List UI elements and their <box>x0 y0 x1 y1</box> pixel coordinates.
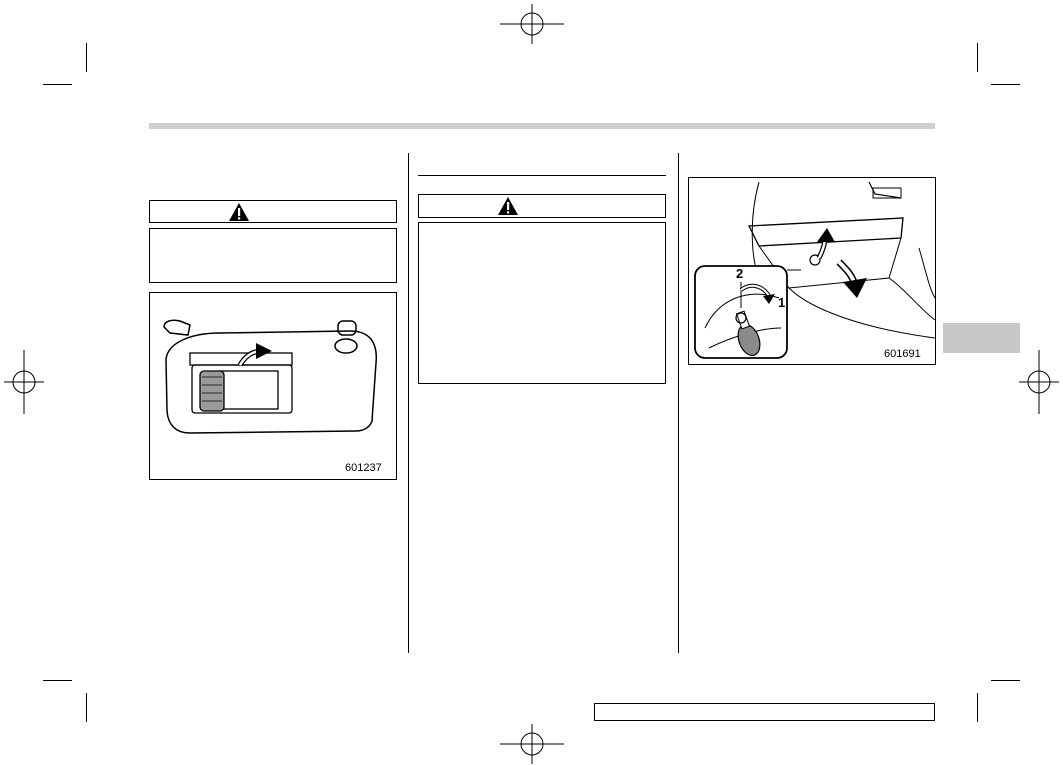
callout-label: 2 <box>736 266 744 281</box>
crop-mark <box>991 680 1020 681</box>
registration-mark-icon <box>500 4 564 44</box>
column-divider <box>408 153 409 653</box>
page-header-bar <box>149 123 935 129</box>
crop-mark <box>43 680 72 681</box>
crop-mark <box>991 84 1020 85</box>
warning-triangle-icon <box>498 197 518 215</box>
chapter-tab <box>943 323 1020 353</box>
callout-label: 1 <box>778 295 786 310</box>
sun-visor-illustration <box>163 319 378 434</box>
crop-mark <box>977 43 978 72</box>
registration-mark-icon <box>4 350 44 414</box>
footer-box <box>594 703 935 721</box>
section-rule <box>418 175 666 176</box>
glove-box-illustration <box>694 181 935 359</box>
column-divider <box>678 153 679 653</box>
crop-mark <box>977 693 978 722</box>
registration-mark-icon <box>1019 350 1059 414</box>
warning-header-box <box>418 194 666 218</box>
figure-code: 601691 <box>884 348 921 360</box>
crop-mark <box>86 693 87 722</box>
figure-code: 601237 <box>345 462 382 474</box>
crop-mark <box>43 84 72 85</box>
figure-panel-sun-visor: 601237 <box>149 292 397 480</box>
figure-panel-glove-box: 2 1 601691 <box>688 177 936 365</box>
warning-triangle-icon <box>229 203 249 221</box>
warning-body-box <box>149 228 397 283</box>
registration-mark-icon <box>500 724 564 764</box>
warning-body-box <box>418 222 666 384</box>
crop-mark <box>86 43 87 72</box>
warning-header-box <box>149 200 397 223</box>
